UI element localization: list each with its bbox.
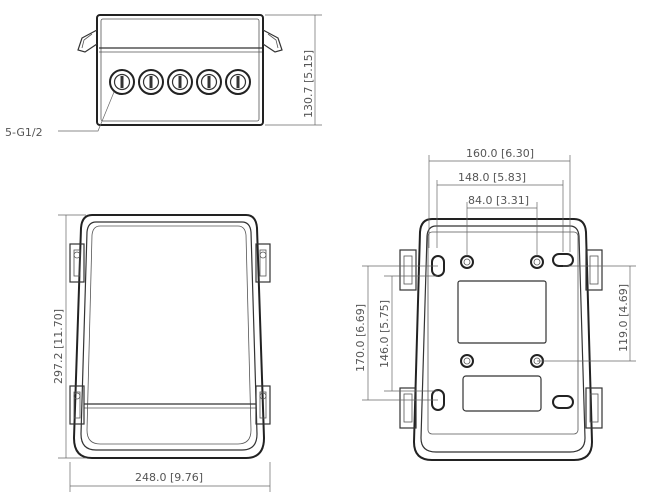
mounting-holes bbox=[460, 255, 544, 368]
back-width-inner-dimension: 84.0 [3.31] bbox=[468, 194, 529, 207]
mounting-slot bbox=[552, 395, 574, 409]
cable-gland bbox=[138, 69, 164, 95]
front-view: 297.2 [11.70] 248.0 [9.76] bbox=[52, 214, 271, 492]
cable-gland bbox=[167, 69, 193, 95]
mounting-slot bbox=[552, 253, 574, 267]
front-height-dimension: 297.2 [11.70] bbox=[52, 309, 65, 384]
back-height-right-dimension: 119.0 [4.69] bbox=[617, 284, 630, 352]
top-height-dimension: 130.7 [5.15] bbox=[302, 50, 315, 118]
back-latch-bottom-left bbox=[399, 387, 417, 429]
back-latch-top-left bbox=[399, 249, 417, 291]
back-width-outer-dimension: 160.0 [6.30] bbox=[466, 147, 534, 160]
back-height-outer-dimension: 170.0 [6.69] bbox=[354, 304, 367, 372]
front-latch-bottom-left bbox=[69, 385, 85, 425]
back-latch-top-right bbox=[585, 249, 603, 291]
front-latch-top-left bbox=[69, 243, 85, 283]
back-latch-bottom-right bbox=[585, 387, 603, 429]
back-height-inner-dimension: 146.0 [5.75] bbox=[378, 300, 391, 368]
top-view: 5-G1/2 130.7 [5.15] bbox=[5, 14, 322, 139]
front-latch-top-right bbox=[255, 243, 271, 283]
cable-gland bbox=[196, 69, 222, 95]
thread-spec-label: 5-G1/2 bbox=[5, 126, 43, 139]
back-view: 160.0 [6.30] 148.0 [5.83] 84.0 [3.31] 17… bbox=[354, 147, 636, 461]
front-width-dimension: 248.0 [9.76] bbox=[135, 471, 203, 484]
cable-gland bbox=[225, 69, 251, 95]
back-width-mid-dimension: 148.0 [5.83] bbox=[458, 171, 526, 184]
front-latch-bottom-right bbox=[255, 385, 271, 425]
cable-gland bbox=[109, 69, 135, 95]
cable-glands bbox=[109, 69, 251, 95]
